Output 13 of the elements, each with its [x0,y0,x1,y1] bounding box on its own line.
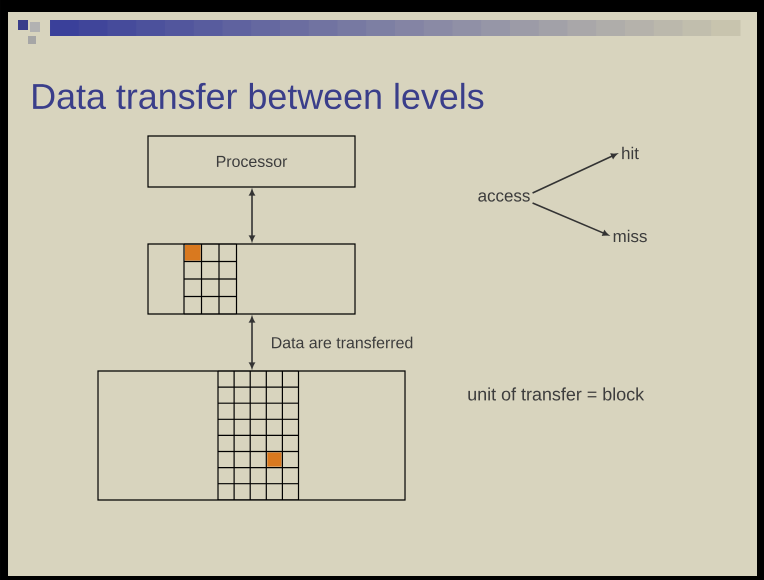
arrow [249,316,255,368]
arrow [532,153,618,194]
text-label: hit [622,146,639,160]
text-label: miss [614,230,647,242]
memory-box [147,243,356,315]
processor-box: Processor [147,135,356,188]
edge-label: Data are transferred [270,336,414,350]
arrow [249,190,255,242]
title: Data transfer between levels [33,82,484,110]
note-text: unit of transfer = block [468,387,644,401]
memory-box [97,370,406,501]
arrow [532,202,609,236]
text-label: access [478,192,530,202]
